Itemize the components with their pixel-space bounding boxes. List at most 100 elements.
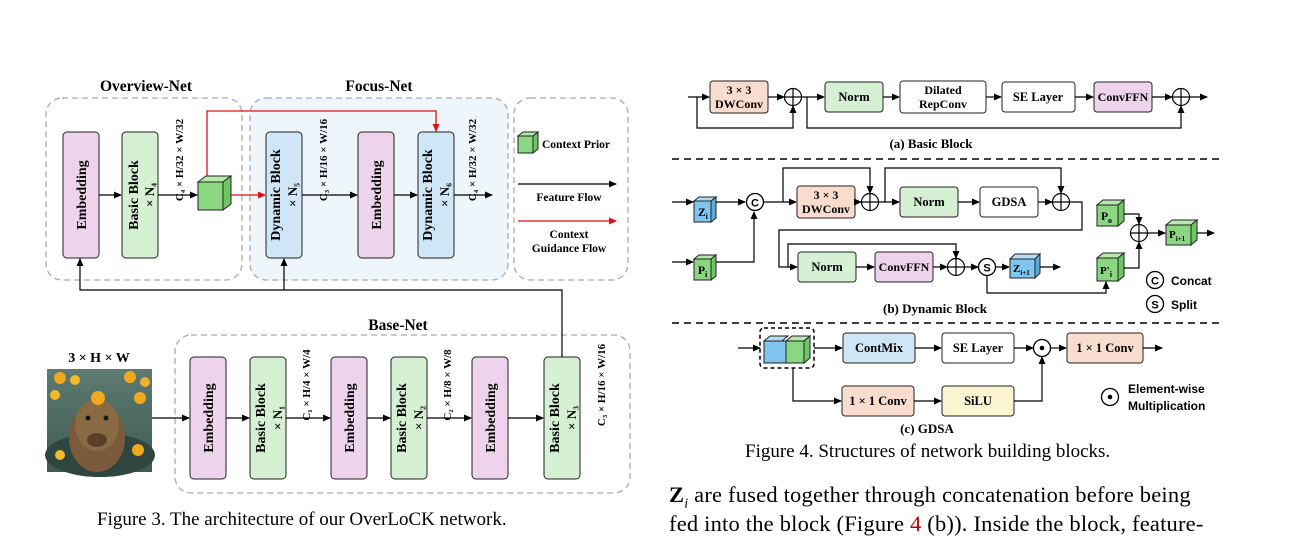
svg-text:S: S [983,263,990,275]
b-pnext-cube [1164,218,1199,247]
overview-net-box [45,97,243,281]
base-embedding-1-label: Embedding [202,383,217,452]
b-pprime-to-add [1124,241,1143,269]
legend-box [513,97,629,281]
legend-context-prior-cube [516,130,540,155]
overview-basic-block-n4: × N₄ [142,183,157,207]
base-basic-block-2-label: Basic Block [395,383,410,453]
b-gdsa-label: GDSA [992,195,1027,209]
c-conv1x1-label: 1 × 1 Conv [849,394,907,408]
b-pprime-label: P'i [1100,265,1113,279]
b-skip-1 [782,167,874,202]
overview-embedding-label: Embedding [75,160,90,229]
b-add-3-icon [946,257,966,277]
c-branch-line [792,368,842,405]
focus-dynamic-block-2-n6: × N₆ [437,183,452,207]
c-split-frame [759,327,815,369]
b-subcaption: (b) Dynamic Block [883,301,988,316]
arrow-cube-to-dyn2 [206,110,440,176]
b-convffn-label: ConvFFN [879,260,930,274]
c-silu-label: SiLU [964,394,992,408]
context-prior-cube [196,175,233,211]
figure-3: Overview-Net Focus-Net Base-Net Embeddin… [45,78,631,494]
c-green-cube [784,334,812,365]
legend-context-prior: Context Prior [542,139,610,151]
b-norm-label: Norm [913,195,945,209]
a-skip-1 [696,97,797,129]
base-basic-block-1-n1: × N₁ [270,406,285,430]
a-dwconv-line1: 3 × 3 [727,83,752,97]
c-se-label: SE Layer [953,341,1004,355]
input-image [45,369,155,477]
legend-concat-label: Concat [1171,274,1212,288]
b-split-to-pprime [986,275,1110,294]
focus-dynamic-block-1-label: Dynamic Block [269,149,284,241]
arrow-base-to-overview [76,258,563,357]
legend-multiply-icon [1100,387,1120,407]
b-zi-label: Zi [698,207,709,221]
body-text-line-2: fed into the block (Figure 4 (b)). Insid… [669,511,1204,536]
c-subcaption: (c) GDSA [900,421,954,436]
b-dwconv-line2: DWConv [802,202,850,216]
b-po-label: Po [1101,211,1112,225]
focus-net-title: Focus-Net [345,78,413,95]
a-dwconv-line2: DWConv [715,97,763,111]
b-dwconv-line1: 3 × 3 [814,188,839,202]
b-pi-to-concat [716,211,758,263]
legend-feature-flow: Feature Flow [536,192,602,204]
focus-dynamic-block-2-label: Dynamic Block [421,149,436,241]
a-add-2-icon [1171,87,1191,107]
a-add-1-icon [783,87,803,107]
legend-guidance-2: Guidance Flow [532,243,607,255]
body-text-line-1: Zi are fused together through concatenat… [669,482,1191,512]
focus-output-shape-label: C₄ × H/32 × W/32 [467,118,479,201]
figure-3-caption: Figure 3. The architecture of our OverLo… [97,509,507,530]
b-pprime-cube [1095,251,1126,283]
a-subcaption: (a) Basic Block [889,136,973,151]
c-silu-to-mul [1014,356,1046,402]
a-dilated-line2: RepConv [919,97,967,111]
b-split-icon: S [977,257,997,277]
legend-elementwise-1: Element-wise [1128,382,1205,396]
svg-text:C: C [751,198,759,210]
legend-elementwise-2: Multiplication [1128,399,1205,413]
b-norm-2-label: Norm [811,260,843,274]
a-norm-label: Norm [838,90,870,104]
base-shape-c2-label: C₂ × H/8 × W/8 [442,349,454,421]
c-blue-cube [762,335,790,364]
a-skip-2 [806,97,1185,129]
b-pi-cube [692,253,718,282]
overview-shape-label: C₄ × H/32 × W/32 [174,118,186,201]
base-basic-block-2-n2: × N₂ [411,406,426,430]
c-conv1x1-out-label: 1 × 1 Conv [1076,341,1134,355]
svg-text:S: S [1151,300,1158,312]
b-z-next-cube [1008,252,1042,280]
overview-net-title: Overview-Net [100,78,193,95]
c-contmix-label: ContMix [855,341,904,355]
base-net-title: Base-Net [368,317,428,334]
base-embedding-2-label: Embedding [343,383,358,452]
base-basic-block-3-n3: × N₃ [564,406,579,430]
overview-basic-block-label: Basic Block [127,160,142,230]
figure-4-caption: Figure 4. Structures of network building… [745,441,1111,462]
b-add-2-icon [1051,192,1071,212]
b-po-cube [1095,198,1126,228]
focus-dynamic-block-1-n5: × N₅ [285,183,300,207]
b-wrap-line [778,201,1083,271]
base-net-box [174,334,631,494]
focus-shape-label: C₃ × H/16 × W/16 [318,118,330,201]
b-add-4-icon [1129,223,1149,243]
b-skip-2 [884,167,1065,202]
b-zi-cube [692,195,718,224]
figure-4-reference-link[interactable]: 4 [909,511,922,536]
legend-concat-icon: C [1145,270,1165,290]
svg-text:C: C [1151,276,1159,288]
figure-4: 3 × 3 DWConv Norm Dilated RepConv SE Lay… [672,80,1222,436]
focus-embedding-label: Embedding [370,160,385,229]
base-basic-block-1-label: Basic Block [254,383,269,453]
b-concat-icon: C [745,192,765,212]
base-shape-c1-label: C₁ × H/4 × W/4 [301,349,313,421]
base-embedding-3-label: Embedding [484,383,499,452]
legend-split-label: Split [1171,298,1197,312]
